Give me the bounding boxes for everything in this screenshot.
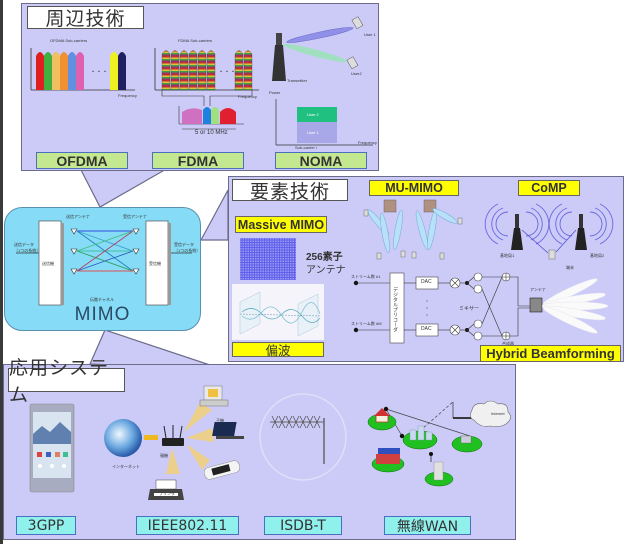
child-station-label: 子機 <box>216 418 224 423</box>
base-station1-icon <box>515 214 519 228</box>
antenna-label: アンテナ <box>530 287 546 292</box>
mimo-tx-data-label: 送信データ（1つの系統） <box>14 242 41 253</box>
mimo-transmitter-text: 送信機 <box>42 261 54 266</box>
router-icon <box>162 438 184 446</box>
transmitter-tower-icon <box>276 33 282 45</box>
noma-user2-label: User2 <box>351 71 362 76</box>
mu-mimo-array1-icon <box>383 199 397 213</box>
mixer-label: ミキサー <box>459 306 480 312</box>
label-isdb-t: ISDB-T <box>264 516 342 535</box>
stream1-label: ストリーム数 #1 <box>351 274 381 279</box>
wan-cloud-label: Internet <box>491 411 505 416</box>
user1-phone-icon <box>351 16 364 30</box>
polarization-label: 偏波 <box>232 342 324 358</box>
comp-terminal-label: 端末 <box>566 265 574 270</box>
fdma-label: FDMA <box>152 152 244 169</box>
parent-station-label: 親機 <box>160 453 168 458</box>
digital-precoder-block <box>389 272 405 344</box>
element-tech-title: 要素技術 <box>232 179 348 203</box>
comp-figure <box>484 203 614 260</box>
massive-mimo-array-icon <box>240 238 296 280</box>
fdma-caption: FDMA Sub-carriers <box>178 38 213 43</box>
noma-figure <box>272 16 373 146</box>
mu-mimo-figure <box>363 199 463 260</box>
svg-text:・: ・ <box>424 306 429 312</box>
fdma-axis-label: Frequency <box>238 94 257 99</box>
svg-text:・・・: ・・・ <box>90 70 108 76</box>
dac1-label: DAC <box>421 279 432 285</box>
combiner-icons <box>501 272 511 341</box>
noma-block-user1-text: User 1 <box>307 130 319 135</box>
mu-mimo-label: MU-MIMO <box>369 180 459 196</box>
antenna-count-line2: アンテナ <box>306 265 346 276</box>
dac2-label: DAC <box>421 326 432 332</box>
noma-block-user2-text: User 2 <box>307 112 319 117</box>
mimo-rx-antenna-label: 受信アンテナ <box>123 214 147 219</box>
internet-label: インターネット <box>112 464 140 469</box>
mimo-channel-label: 伝搬チャネル <box>90 297 114 302</box>
massive-mimo-label: Massive MIMO <box>235 216 327 233</box>
ofdma-label: OFDMA <box>36 152 128 169</box>
noma-power-label: Power <box>269 90 281 95</box>
ofdma-axis-label: Frequency <box>118 93 137 98</box>
hybrid-beamforming-label: Hybrid Beamforming <box>480 345 621 362</box>
internet-cloud-icon <box>470 400 511 427</box>
ofdma-spectrum-figure: ・・・ <box>30 48 135 91</box>
noma-user2-block <box>297 107 337 122</box>
mimo-diagram <box>16 220 192 306</box>
wireless-wan-figure <box>367 400 511 487</box>
noma-user1-label: User 1 <box>364 32 376 37</box>
printer-icon <box>155 479 177 490</box>
printer-label: プリンタ <box>159 491 175 496</box>
svg-text:・: ・ <box>424 299 429 305</box>
internet-globe-icon <box>104 419 142 457</box>
tv-antenna-figure <box>259 393 347 481</box>
laptop-terminal-icon <box>460 435 472 444</box>
polarization-figure <box>232 284 324 340</box>
mimo-receiver-text: 受信機 <box>149 261 161 266</box>
label-wireless-wan: 無線WAN <box>384 516 471 535</box>
combiner-label: 合成器 <box>502 341 514 346</box>
comp-label: CoMP <box>518 180 580 196</box>
label-ieee80211: IEEE802.11 <box>136 516 239 535</box>
laptop-icon <box>212 422 237 436</box>
callout-elements-to-mimo <box>199 189 229 241</box>
ofdma-caption: OFDMA Sub-carriers <box>50 38 88 43</box>
comp-bs2-label: 基地局2 <box>590 253 605 258</box>
application-systems-title: 応用システム <box>8 357 125 406</box>
mimo-rx-data-label: 受信データ（1つの系統） <box>174 242 201 253</box>
wifi-network-figure <box>104 385 244 500</box>
svg-text:・: ・ <box>424 313 429 319</box>
left-edge-bar <box>0 0 3 544</box>
noma-user1-block <box>297 122 337 143</box>
user2-phone-icon <box>346 56 359 70</box>
mixer2-icon <box>449 324 461 336</box>
application-systems-panel <box>3 364 516 540</box>
base-station2-icon <box>579 214 583 228</box>
mixer1-icon <box>449 277 461 289</box>
svg-text:・・・: ・・・ <box>218 70 236 76</box>
housing-complex-icon <box>376 448 400 464</box>
noma-label: NOMA <box>275 152 367 169</box>
streamM-label: ストリーム数 #M <box>351 321 382 326</box>
callout-peripheral-to-mimo <box>79 167 171 208</box>
antenna-array-icon <box>529 297 543 313</box>
noma-subcarrier-label: Sub-carrier i <box>295 145 317 150</box>
noma-transmitter-label: Transmitter <box>287 78 308 83</box>
antenna-count-line1: 256素子 <box>306 252 343 263</box>
fdma-bandwidth: 5 or 10 MHz <box>195 130 228 136</box>
noma-frequency-label: Frequency <box>358 140 377 145</box>
label-3gpp: 3GPP <box>16 516 76 535</box>
digital-precoder-label: デジタルプリコーダ <box>392 287 398 332</box>
comp-bs1-label: 基地局1 <box>500 253 515 258</box>
factory-icon <box>409 425 433 441</box>
server-tower-icon <box>433 461 444 481</box>
fdma-spectrum-figure: ・・・ <box>154 48 259 130</box>
smartphone-icon <box>29 403 75 493</box>
peripheral-tech-title: 周辺技術 <box>27 6 144 30</box>
terminal-icon <box>548 249 556 260</box>
mimo-label: MIMO <box>74 304 131 325</box>
mimo-tx-antenna-label: 送信アンテナ <box>66 214 90 219</box>
hybrid-beamforming-diagram: ・ ・ ・ <box>353 272 609 344</box>
